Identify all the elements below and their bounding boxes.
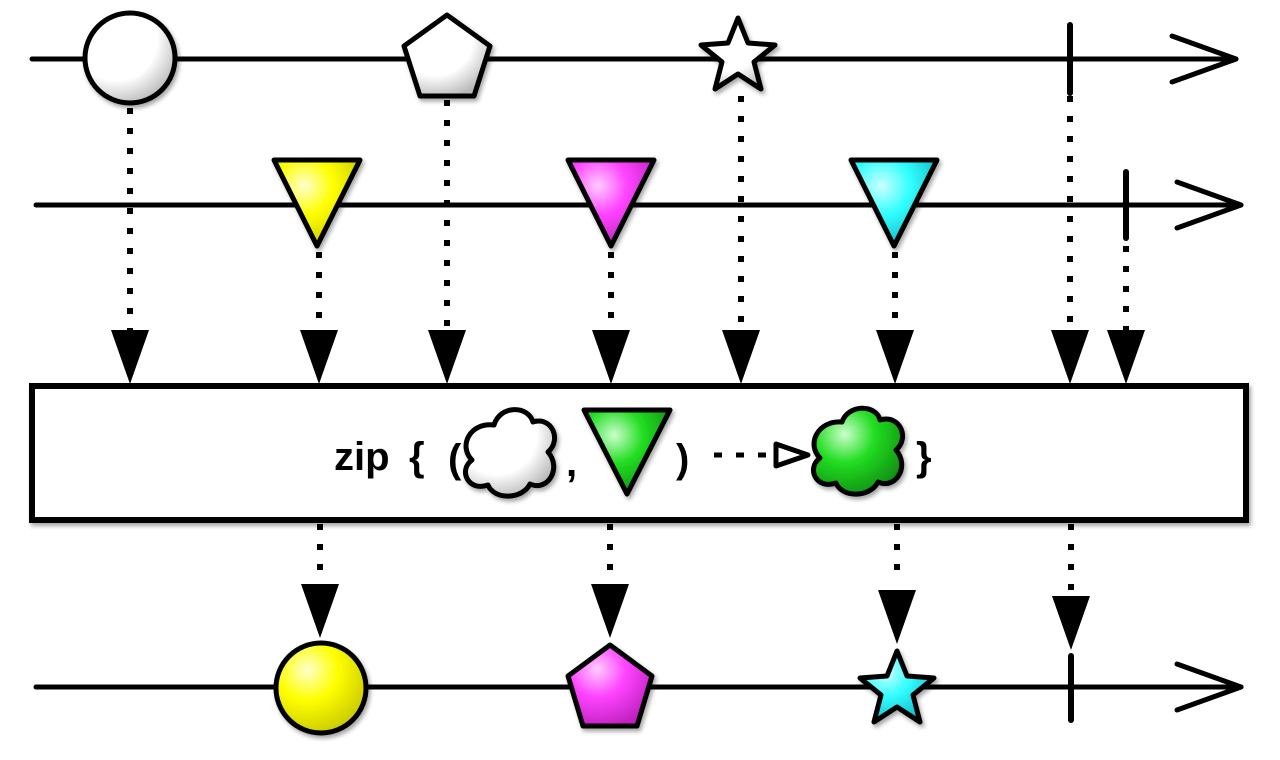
operator-close-brace: } [916,435,932,479]
arrowhead-down [1107,330,1145,384]
white-pentagon-marble [401,12,493,99]
arrowhead-down [591,584,629,638]
arrowhead-down [1051,330,1089,384]
source-2-items [271,157,1129,249]
green-cloud-symbol [811,405,906,497]
arrowhead-down [592,330,630,384]
white-circle-marble [82,10,178,106]
operator-open-brace: { [409,435,425,479]
operator-comma: , [566,441,577,485]
operator-box: zip { ( , ) } [29,383,1249,523]
cyan-triangle-marble [848,157,940,249]
arrowhead-down [428,330,466,384]
arrowhead-down [876,330,914,384]
arrowhead-down [301,584,339,638]
input-arrowheads [111,330,1145,384]
white-star-marble [698,15,778,92]
timeline-source-1 [29,33,1239,85]
arrowhead-down [878,590,916,644]
timeline-source-2 [33,179,1244,231]
arrowhead-down [111,330,149,384]
magenta-pentagon-marble [565,642,655,729]
output-items [273,640,1074,736]
mapping-arrow-head [773,441,811,469]
yellow-circle-marble [273,640,369,736]
output-arrowheads [301,584,1090,650]
timeline-output-arrowhead [1174,661,1244,713]
arrowhead-down [722,330,760,384]
arrowhead-down [1052,596,1090,650]
operator-name: zip [334,435,390,479]
dotted-connectors [127,96,1129,596]
arrowhead-down [300,330,338,384]
source-1-items [82,10,1073,106]
green-triangle-symbol [581,407,673,497]
timeline-source-1-arrowhead [1169,33,1239,85]
white-cloud-symbol [463,407,558,499]
magenta-triangle-marble [565,157,657,249]
cyan-star-marble [857,648,937,725]
yellow-triangle-marble [271,157,363,249]
operator-open-paren: ( [448,437,462,481]
timeline-source-2-arrowhead [1174,179,1244,231]
operator-close-paren: ) [676,437,689,481]
